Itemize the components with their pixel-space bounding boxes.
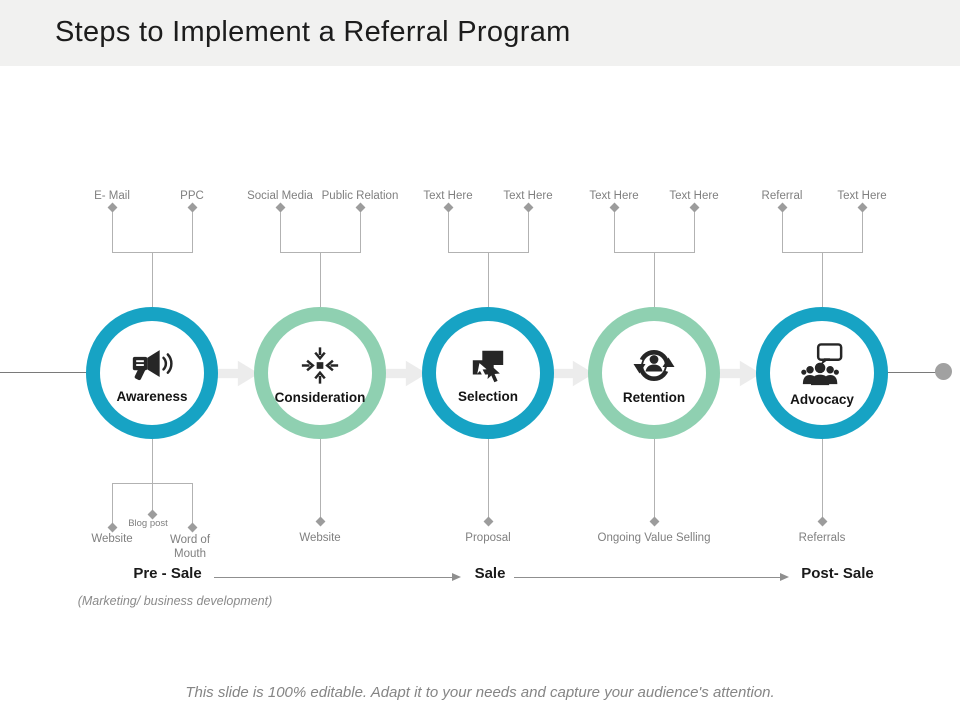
connector-line [111,212,113,252]
bottom-label: Word of Mouth [169,534,211,561]
connector-diamond [107,202,117,212]
phase-arrowhead-icon [780,572,789,581]
stage-advocacy: Referral Text Here [739,165,905,597]
stage-consideration: Social Media Public Relation [237,165,403,597]
connector-line [781,212,783,252]
title-bar: Steps to Implement a Referral Program [0,0,960,66]
people-speech-bubble-icon [801,343,843,386]
top-label: Referral [761,189,803,202]
stage-circle-retention: Retention [588,307,720,439]
connector-line [487,252,489,307]
connector-line [613,212,615,252]
megaphone-icon [132,349,173,380]
connector-line [191,212,193,252]
connector-line [487,439,489,517]
connector-diamond [817,516,827,526]
connector-diamond [355,202,365,212]
connector-diamond [689,202,699,212]
stage-circle-advocacy: Advocacy [756,307,888,439]
top-label: Social Media [247,189,313,202]
stage-label: Advocacy [790,392,854,407]
top-label: Text Here [837,189,887,202]
top-label: Text Here [589,189,639,202]
bottom-label: Proposal [465,532,511,544]
stage-circle-consideration: Consideration [254,307,386,439]
connector-diamond [187,202,197,212]
stage-selection: Text Here Text Here Selection Proposal [405,165,571,597]
phase-label-pre-sale: Pre - Sale [133,565,202,582]
top-label: Text Here [669,189,719,202]
phase-label-post-sale: Post- Sale [801,565,874,582]
selection-cursor-icon [472,350,504,383]
connector-line [151,252,153,307]
slide-title: Steps to Implement a Referral Program [55,16,571,48]
stage-circle-selection: Selection [422,307,554,439]
connector-line [447,212,449,252]
phase-note: (Marketing/ business development) [77,594,273,608]
connector-diamond [857,202,867,212]
phase-arrow [214,577,452,578]
connector-line [693,212,695,252]
connector-diamond [483,516,493,526]
bottom-label: Website [299,532,341,544]
connector-line [653,252,655,307]
stage-retention: Text Here Text Here Retention Ongoing [571,165,737,597]
phase-label-sale: Sale [474,565,506,582]
connector-line [111,483,113,525]
stage-awareness: E- Mail PPC Awareness [69,165,235,597]
connector-line [151,439,153,483]
stage-label: Retention [622,390,686,405]
stage-label: Selection [457,389,519,404]
connector-diamond [275,202,285,212]
converging-arrows-icon [301,346,339,384]
phase-arrowhead-icon [452,572,461,581]
stage-label: Consideration [274,389,366,405]
connector-diamond [777,202,787,212]
phase-arrow [514,577,780,578]
connector-line [191,483,193,525]
person-cycle-icon [631,350,677,381]
connector-line [821,439,823,517]
connector-line [151,483,153,513]
connector-diamond [315,516,325,526]
connector-line [319,252,321,307]
connector-diamond [649,516,659,526]
top-label: PPC [180,189,204,202]
footer-note: This slide is 100% editable. Adapt it to… [185,684,775,701]
bottom-label: Referrals [798,532,846,544]
bottom-label: Website [91,533,133,545]
bottom-label: Blog post [128,518,168,529]
connector-line [861,212,863,252]
connector-diamond [523,202,533,212]
top-label: Public Relation [321,189,399,202]
top-label: E- Mail [94,189,130,202]
connector-diamond [609,202,619,212]
connector-line [319,439,321,517]
connector-diamond [443,202,453,212]
connector-line [653,439,655,517]
axis-end-dot [935,363,952,380]
top-label: Text Here [503,189,553,202]
bottom-label: Ongoing Value Selling [597,532,711,544]
connector-line [821,252,823,307]
connector-line [527,212,529,252]
stage-circle-awareness: Awareness [86,307,218,439]
top-label: Text Here [423,189,473,202]
connector-line [359,212,361,252]
connector-line [279,212,281,252]
stage-label: Awareness [116,388,188,404]
